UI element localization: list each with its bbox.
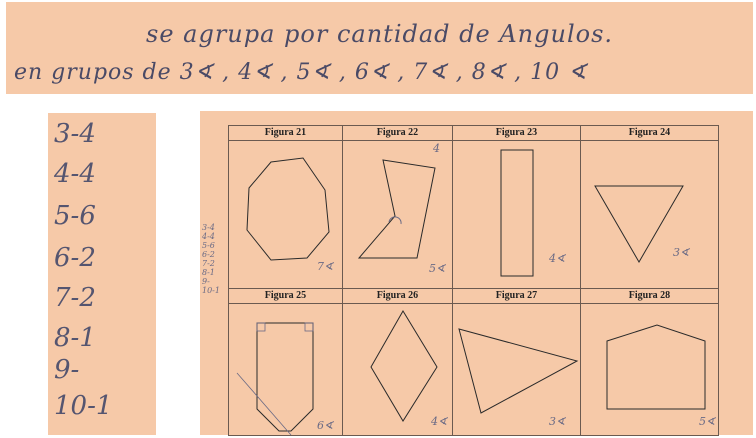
pentagon-shape xyxy=(357,159,436,259)
figures-sheet: 3-4 4-4 5-6 6-2 7-2 8-1 9- 10-1 Figura 2… xyxy=(200,111,753,436)
header-line-2: en grupos de 3∢ , 4∢ , 5∢ , 6∢ , 7∢ , 8∢… xyxy=(14,60,588,85)
figure-25-note: 6∢ xyxy=(317,419,334,432)
count-8: 8-1 xyxy=(54,323,96,353)
figure-22-corner-note: 4 xyxy=(433,142,440,155)
count-7: 7-2 xyxy=(54,283,96,313)
figure-25-cell: Figura 25 6∢ xyxy=(229,289,343,436)
figure-22-cell: Figura 22 4 5∢ xyxy=(343,126,453,289)
figure-26-title: Figura 26 xyxy=(343,289,452,304)
hexagon-shape xyxy=(236,322,314,436)
figure-27-cell: Figura 27 3∢ xyxy=(453,289,581,436)
count-3: 3-4 xyxy=(54,119,96,149)
figure-22-title: Figura 22 xyxy=(343,126,452,141)
scalene-triangle-shape xyxy=(458,328,579,414)
figure-28-note: 5∢ xyxy=(699,415,716,428)
triangle-shape xyxy=(594,185,684,263)
count-4: 4-4 xyxy=(54,159,96,189)
figure-24-cell: Figura 24 3∢ xyxy=(581,126,719,289)
figure-23-cell: Figura 23 4∢ xyxy=(453,126,581,289)
angle-count-strip: 3-4 4-4 5-6 6-2 7-2 8-1 9- 10-1 xyxy=(48,113,156,435)
figure-26-note: 4∢ xyxy=(431,415,448,428)
figure-21-note: 7∢ xyxy=(317,260,334,273)
header-strip: se agrupa por cantidad de Angulos. en gr… xyxy=(6,2,753,94)
figure-27-note: 3∢ xyxy=(549,415,566,428)
figure-23-title: Figura 23 xyxy=(453,126,580,141)
rectangle-shape xyxy=(500,149,534,277)
figure-24-note: 3∢ xyxy=(673,246,690,259)
count-10: 10-1 xyxy=(54,391,113,421)
figure-grid: Figura 21 7∢ Figura 22 4 5∢ Figura 23 4∢ xyxy=(228,125,719,436)
count-6: 6-2 xyxy=(54,243,96,273)
rhombus-shape xyxy=(370,310,438,422)
figure-25-title: Figura 25 xyxy=(229,289,342,304)
figure-22-note: 5∢ xyxy=(429,262,446,275)
figure-26-cell: Figura 26 4∢ xyxy=(343,289,453,436)
figure-28-title: Figura 28 xyxy=(581,289,718,304)
count-9: 9- xyxy=(54,355,80,385)
count-5: 5-6 xyxy=(54,201,96,231)
house-pentagon-shape xyxy=(606,324,706,410)
figure-27-title: Figura 27 xyxy=(453,289,580,304)
margin-tally: 3-4 4-4 5-6 6-2 7-2 8-1 9- 10-1 xyxy=(202,223,220,295)
figure-28-cell: Figura 28 5∢ xyxy=(581,289,719,436)
figure-21-title: Figura 21 xyxy=(229,126,342,141)
figure-21-cell: Figura 21 7∢ xyxy=(229,126,343,289)
heptagon-shape xyxy=(246,157,330,261)
figure-24-title: Figura 24 xyxy=(581,126,718,141)
header-line-1: se agrupa por cantidad de Angulos. xyxy=(146,20,614,48)
figure-23-note: 4∢ xyxy=(549,252,566,265)
